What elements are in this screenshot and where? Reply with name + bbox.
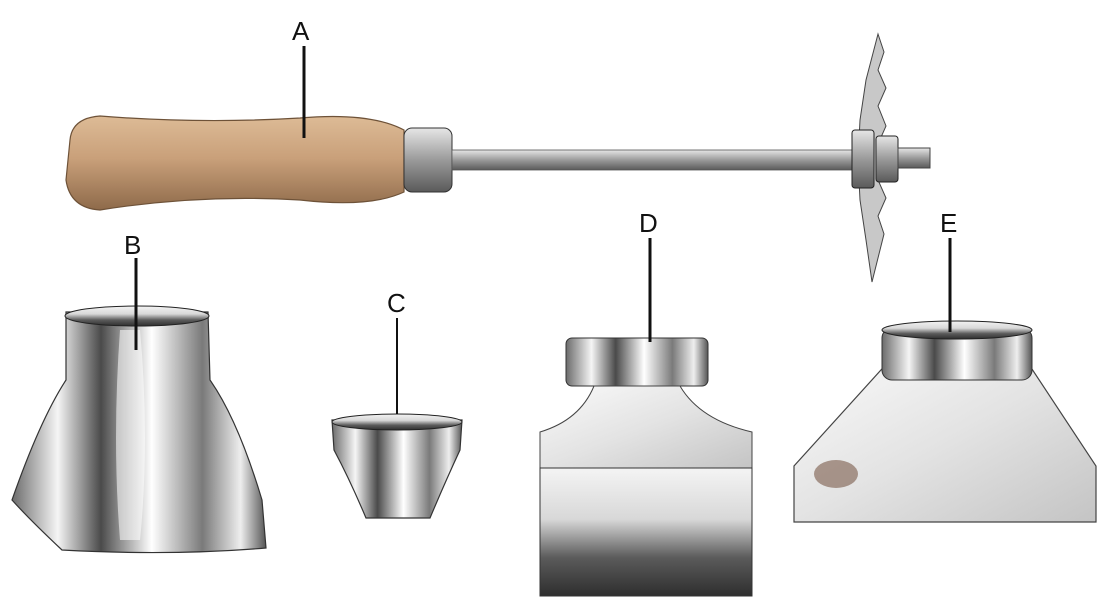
cup-c-body: [331, 419, 463, 519]
handle-ferrule: [403, 127, 453, 193]
nozzle-d-collar: [565, 337, 709, 387]
nozzle-e-rim: [881, 320, 1033, 340]
nozzle-d-blade: [539, 467, 753, 597]
part-a-tool: [65, 32, 931, 283]
nut-right: [875, 135, 899, 183]
nozzle-d-neck: [539, 385, 753, 469]
threaded-end: [897, 147, 931, 169]
nozzle-e-reflection: [814, 460, 858, 488]
part-b-nozzle: [11, 258, 267, 554]
part-d-nozzle: [539, 238, 753, 597]
nozzle-e-body: [793, 359, 1097, 523]
nozzle-b-highlight: [116, 330, 145, 540]
label-a: A: [292, 16, 310, 46]
wooden-handle: [65, 115, 405, 211]
part-e-nozzle: [793, 238, 1097, 523]
label-c: C: [387, 288, 406, 318]
cup-c-rim: [331, 413, 463, 431]
part-c-cup: [331, 318, 463, 519]
metal-rod: [451, 149, 853, 171]
label-d: D: [639, 208, 658, 238]
label-b: B: [124, 230, 142, 260]
nut-left: [851, 129, 875, 189]
label-e: E: [940, 208, 958, 238]
